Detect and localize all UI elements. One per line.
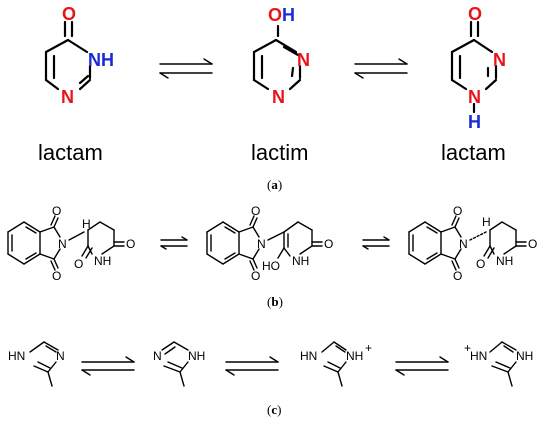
atom-nitrogen-1: N: [272, 87, 285, 107]
panel-label-a: (a): [267, 177, 282, 192]
atom-nitrogen: N: [61, 87, 74, 107]
atom-oxygen: O: [62, 4, 76, 24]
atom-hydroxyl: HO: [262, 259, 280, 273]
atom-nitrogen: N: [58, 237, 67, 251]
atom-oxygen-4: O: [476, 257, 485, 271]
panel-b: O O N H O O NH: [7, 204, 537, 309]
equilibrium-arrows-a1: [159, 58, 213, 79]
caption-lactam-right: lactam: [441, 140, 506, 165]
atom-oxygen-3: O: [528, 237, 537, 251]
equilibrium-arrows-c1: [81, 356, 135, 376]
panel-label-b: (b): [267, 294, 283, 309]
atom-oxygen: O: [468, 4, 482, 24]
atom-nitrogen: N: [153, 349, 162, 363]
atom-oxygen-2: O: [453, 269, 462, 283]
structure-a1-lactam: O NH N: [44, 4, 114, 107]
atom-oxygen: O: [268, 5, 282, 25]
equilibrium-arrows-a2: [354, 58, 408, 79]
atom-oxygen-4: O: [74, 257, 83, 271]
structure-a3-lactam: O N N H: [450, 4, 506, 132]
structure-a2-lactim: O H N N: [252, 5, 310, 107]
atom-oxygen-3: O: [324, 237, 333, 251]
structure-b1: O O N H O O NH: [7, 204, 135, 283]
atom-hn: HN: [8, 349, 25, 363]
structure-c2: N NH: [153, 341, 205, 387]
equilibrium-arrows-b2: [362, 236, 390, 250]
atom-oxygen-1: O: [52, 204, 61, 218]
atom-oxygen-2: O: [52, 269, 61, 283]
atom-nitrogen: N: [493, 50, 506, 70]
atom-nh: NH: [516, 349, 533, 363]
atom-oxygen-3: O: [126, 237, 135, 251]
atom-nh: NH: [188, 349, 205, 363]
atom-oxygen-1: O: [453, 204, 462, 218]
equilibrium-arrows-b1: [160, 236, 188, 250]
atom-hydrogen: H: [482, 215, 491, 229]
caption-lactim: lactim: [251, 140, 308, 165]
structure-c1: HN N: [8, 341, 65, 387]
atom-nh: NH: [292, 254, 309, 268]
panel-a: O NH N lactam O H N N: [38, 4, 506, 192]
structure-c4: + HN NH: [464, 341, 533, 387]
structure-b3: O O N H O O NH: [408, 204, 537, 283]
atom-nh-nitrogen: N: [468, 87, 481, 107]
atom-nitrogen: N: [257, 237, 266, 251]
atom-oxygen-2: O: [251, 269, 260, 283]
charge-plus: +: [464, 341, 471, 355]
atom-hn: HN: [300, 349, 317, 363]
atom-nh-hydrogen: H: [468, 112, 481, 132]
equilibrium-arrows-c3: [395, 356, 449, 376]
caption-lactam-left: lactam: [38, 140, 103, 165]
atom-nh: NH: [346, 349, 363, 363]
atom-nitrogen: N: [459, 237, 468, 251]
atom-hydrogen: H: [282, 5, 295, 25]
atom-nitrogen-3: N: [297, 50, 310, 70]
atom-nh: NH: [94, 254, 111, 268]
atom-nh: NH: [88, 50, 114, 70]
panel-label-c: (c): [267, 402, 281, 417]
structure-b2: O O N O NH HO: [206, 204, 333, 283]
atom-nitrogen: N: [56, 349, 65, 363]
atom-hydrogen: H: [82, 217, 91, 231]
atom-oxygen-1: O: [251, 204, 260, 218]
panel-c: HN N N NH: [8, 341, 533, 417]
atom-nh: NH: [496, 254, 513, 268]
atom-hn: HN: [470, 349, 487, 363]
equilibrium-arrows-c2: [225, 356, 279, 376]
structure-c3: HN NH +: [300, 341, 372, 387]
charge-plus: +: [365, 341, 372, 355]
